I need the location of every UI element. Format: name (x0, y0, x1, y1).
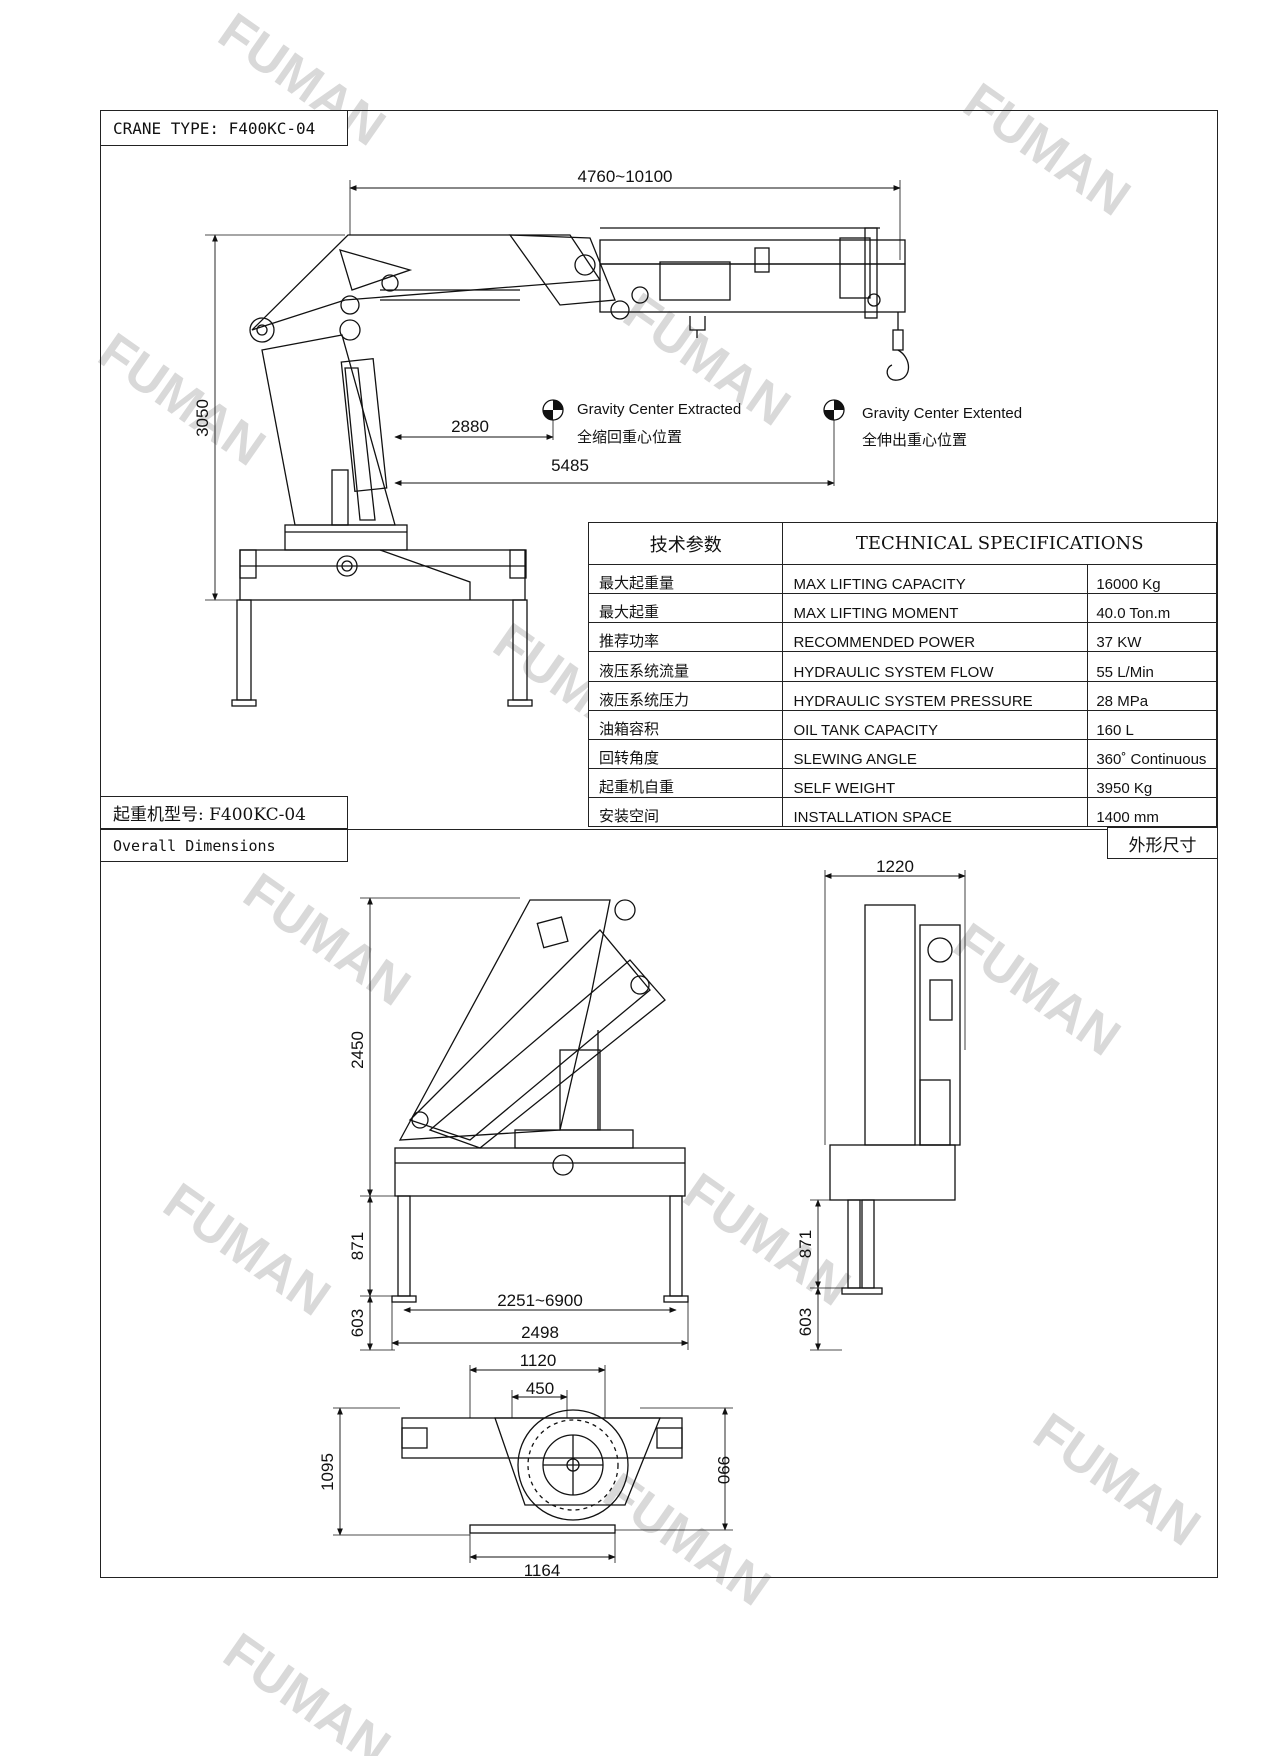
dim-cg-extended: 5485 (551, 456, 589, 475)
main-boom (251, 234, 602, 331)
base-frame (239, 549, 526, 601)
spec-table: 技术参数 TECHNICAL SPECIFICATIONS 最大起重量 MAX … (587, 521, 1217, 828)
spec-cn: 液压系统压力 (587, 680, 784, 711)
top-outrigger-beam (401, 1417, 683, 1459)
hook (886, 349, 910, 381)
folded-leg-left (397, 1195, 411, 1297)
section-divider (100, 829, 1218, 830)
crane-top-view (333, 1365, 733, 1563)
extension-boom (599, 239, 906, 265)
spec-en: OIL TANK CAPACITY (782, 709, 1089, 740)
dim-end-leg: 871 (796, 1230, 815, 1258)
dim-end-foot: 603 (796, 1308, 815, 1336)
spec-row: 油箱容积 OIL TANK CAPACITY 160 L (587, 709, 1217, 740)
dim-top-depth-left: 1095 (318, 1453, 337, 1491)
dim-top-width-inner: 450 (526, 1379, 554, 1398)
spec-value: 160 L (1087, 709, 1217, 740)
folded-main-boom (398, 899, 611, 1141)
spec-row: 最大起重 MAX LIFTING MOMENT 40.0 Ton.m (587, 593, 1217, 624)
spec-cn: 推荐功率 (587, 622, 784, 653)
crane-folded-view (360, 897, 689, 1351)
spec-row: 推荐功率 RECOMMENDED POWER 37 KW (587, 622, 1217, 653)
spec-cn: 油箱容积 (587, 709, 784, 740)
spec-value: 1400 mm (1087, 796, 1217, 828)
outline-dims-label: 外形尺寸 (1107, 827, 1218, 859)
dim-cg-extracted: 2880 (451, 417, 489, 436)
crane-type-label: CRANE TYPE: F400KC-04 (100, 110, 348, 146)
spec-en: MAX LIFTING MOMENT (782, 593, 1089, 624)
dim-top-width-lower: 1164 (524, 1561, 561, 1580)
cg-extracted-label: Gravity Center Extracted (577, 401, 741, 418)
dim-folded-foot: 603 (348, 1309, 367, 1337)
spec-row: 最大起重量 MAX LIFTING CAPACITY 16000 Kg (587, 564, 1217, 595)
spec-value: 40.0 Ton.m (1087, 593, 1217, 624)
spec-value: 16000 Kg (1087, 564, 1217, 595)
cg-symbol-extracted (542, 399, 564, 421)
dim-folded-height: 2450 (348, 1031, 367, 1069)
slew-ring (284, 524, 408, 551)
spec-title-cn: 技术参数 (587, 521, 784, 566)
spec-en: MAX LIFTING CAPACITY (782, 564, 1089, 595)
end-column (864, 904, 916, 1146)
top-slew-ring (517, 1409, 629, 1521)
spec-value: 3950 Kg (1087, 767, 1217, 798)
spec-en: HYDRAULIC SYSTEM PRESSURE (782, 680, 1089, 711)
spec-value: 55 L/Min (1087, 651, 1217, 682)
dim-top-width-upper: 1120 (520, 1351, 557, 1370)
model-label: 起重机型号: F400KC-04 (100, 796, 348, 829)
cg-extended-label: Gravity Center Extented (862, 405, 1022, 422)
spec-cn: 最大起重 (587, 593, 784, 624)
spec-row: 安装空间 INSTALLATION SPACE 1400 mm (587, 796, 1217, 828)
dim-top-depth-right: 990 (714, 1456, 733, 1484)
dim-base-width: 2498 (521, 1323, 559, 1342)
dim-height: 3050 (193, 399, 212, 437)
spec-cn: 液压系统流量 (587, 651, 784, 682)
dim-folded-leg: 871 (348, 1232, 367, 1260)
crane-end-view (810, 870, 966, 1351)
spec-en: INSTALLATION SPACE (782, 796, 1089, 828)
spec-row: 液压系统压力 HYDRAULIC SYSTEM PRESSURE 28 MPa (587, 680, 1217, 711)
cg-extended-label-cn: 全伸出重心位置 (862, 431, 967, 449)
spec-row: 起重机自重 SELF WEIGHT 3950 Kg (587, 767, 1217, 798)
dim-reach: 4760~10100 (577, 167, 672, 186)
cg-symbol-extended (823, 399, 845, 421)
spec-cn: 起重机自重 (587, 767, 784, 798)
dim-outrigger-span: 2251~6900 (497, 1291, 583, 1310)
spec-cn: 安装空间 (587, 796, 784, 828)
outrigger-leg-right (512, 599, 528, 701)
spec-en: RECOMMENDED POWER (782, 622, 1089, 653)
spec-cn: 最大起重量 (587, 564, 784, 595)
spec-value: 37 KW (1087, 622, 1217, 653)
folded-base-frame (394, 1147, 686, 1197)
spec-en: SELF WEIGHT (782, 767, 1089, 798)
end-leg-left (847, 1199, 861, 1289)
folded-leg-right (669, 1195, 683, 1297)
spec-value: 360˚ Continuous (1087, 738, 1217, 769)
end-base (829, 1144, 956, 1201)
overall-dimensions-label: Overall Dimensions (100, 829, 348, 862)
spec-row: 回转角度 SLEWING ANGLE 360˚ Continuous (587, 738, 1217, 769)
dim-end-width: 1220 (876, 857, 914, 876)
spec-en: SLEWING ANGLE (782, 738, 1089, 769)
crane-side-view (205, 180, 910, 707)
spec-cn: 回转角度 (587, 738, 784, 769)
crane-column (261, 334, 396, 526)
cg-extracted-label-cn: 全缩回重心位置 (577, 428, 682, 446)
spec-en: HYDRAULIC SYSTEM FLOW (782, 651, 1089, 682)
outrigger-leg-left (236, 599, 252, 701)
spec-row: 液压系统流量 HYDRAULIC SYSTEM FLOW 55 L/Min (587, 651, 1217, 682)
